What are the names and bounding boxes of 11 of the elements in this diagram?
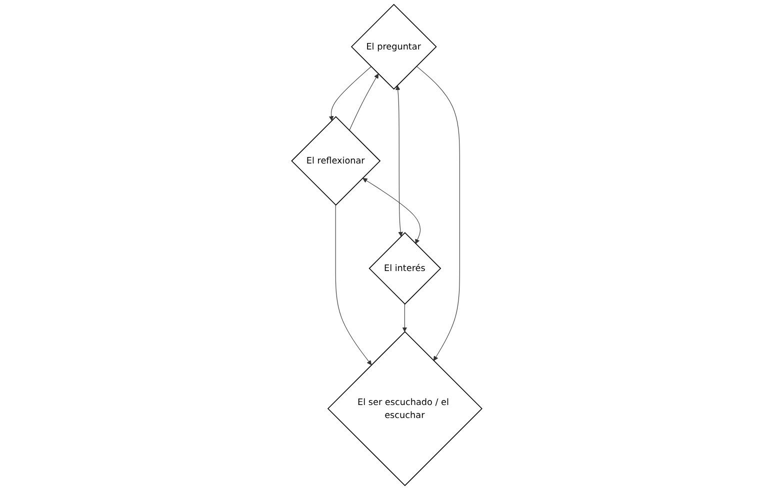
arrow <box>396 85 404 237</box>
node-diamond: El ser escuchado / el escuchar <box>328 331 483 486</box>
arrow <box>402 304 408 332</box>
node-diamond: El interés <box>368 232 442 305</box>
arrow <box>362 178 421 244</box>
arrow <box>416 66 460 361</box>
node-diamond: El reflexionar <box>291 116 381 206</box>
arrow <box>349 74 379 131</box>
arrow <box>336 204 372 366</box>
node-diamond: El preguntar <box>351 4 437 90</box>
arrow <box>329 66 372 121</box>
